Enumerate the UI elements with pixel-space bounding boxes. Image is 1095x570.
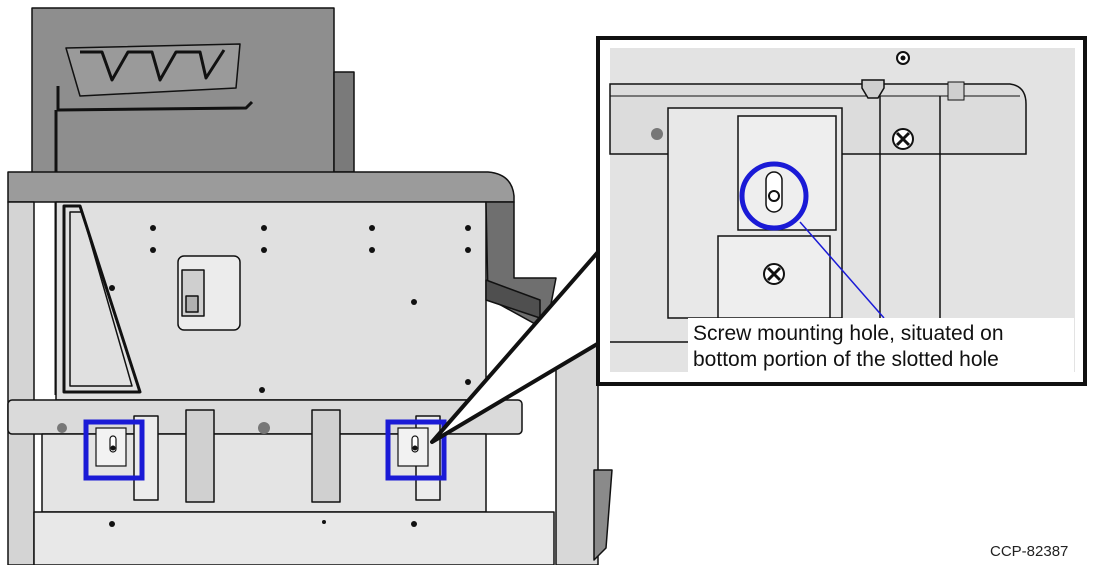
callout-label-line2: bottom portion of the slotted hole bbox=[693, 348, 999, 371]
figure-id-label: CCP-82387 bbox=[990, 543, 1069, 560]
slotted-hole-highlight-left bbox=[83, 419, 145, 481]
mid-panel bbox=[55, 201, 487, 401]
left-housing bbox=[7, 201, 35, 566]
right-column bbox=[555, 339, 599, 566]
zoom-inset bbox=[596, 36, 1087, 386]
panel-holes bbox=[57, 225, 471, 527]
upper-side-bracket bbox=[333, 71, 355, 173]
screw-hole-highlight-circle bbox=[739, 161, 809, 231]
upper-back-panel bbox=[31, 7, 335, 179]
counter-top bbox=[7, 171, 515, 203]
wire-holder-tray bbox=[65, 43, 241, 97]
base-panel bbox=[33, 511, 555, 566]
callout-leader-line bbox=[799, 221, 885, 319]
slotted-hole-highlight-right bbox=[385, 419, 447, 481]
cross-screw-lower bbox=[763, 263, 785, 285]
cross-screw-upper bbox=[892, 128, 914, 150]
callout-label-line1: Screw mounting hole, situated on bbox=[693, 322, 1004, 345]
device-body bbox=[7, 7, 613, 566]
